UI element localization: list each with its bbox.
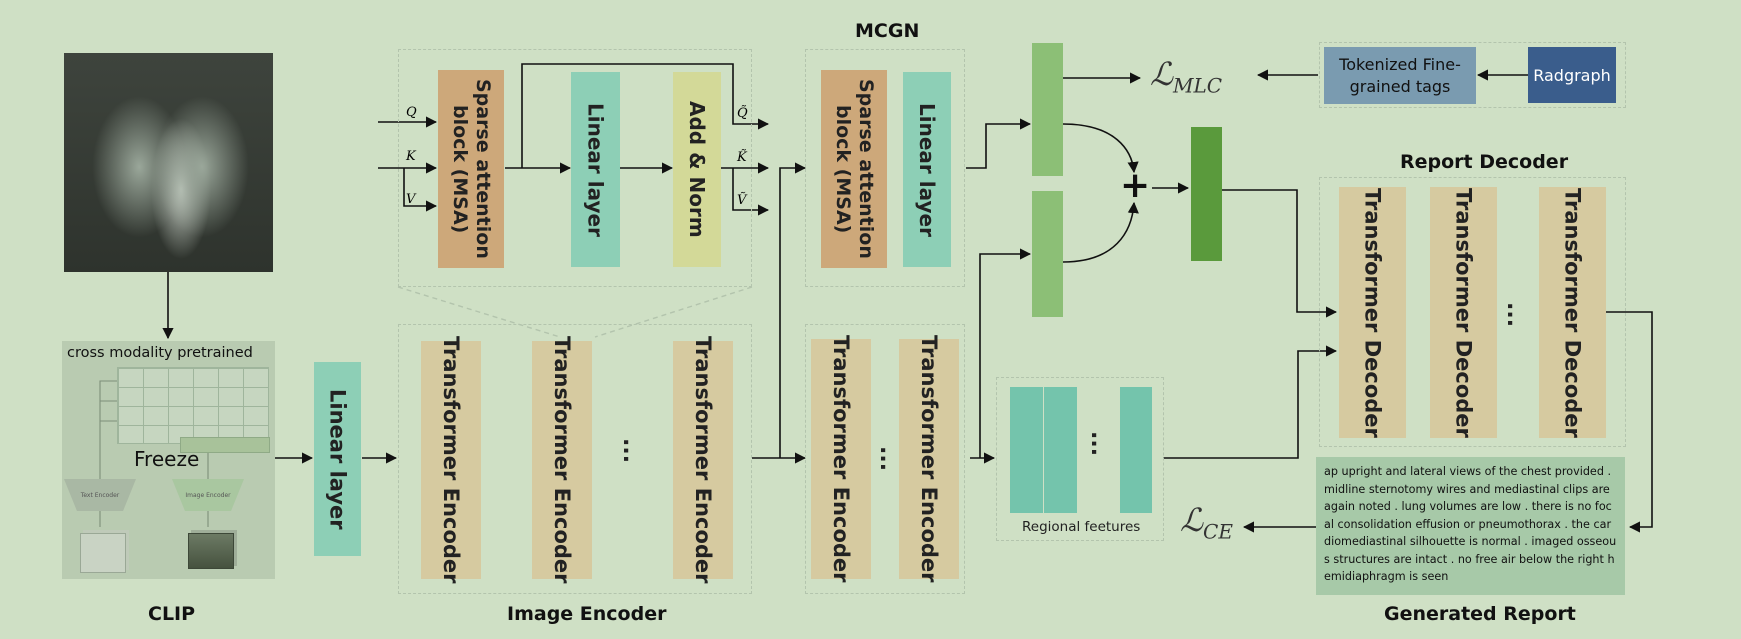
mcgn-transformer-encoder-2: Transformer Encoder (899, 335, 959, 583)
regional-feature-1 (1010, 387, 1043, 513)
transformer-decoder-2-label: Transformer Decoder (1451, 187, 1476, 438)
loss-mlc: ℒMLC (1150, 55, 1222, 97)
k-input-label: K (406, 149, 416, 164)
mcgn-feature-bar (1032, 43, 1063, 176)
mcgn-transformer-encoder-1: Transformer Encoder (811, 335, 871, 583)
transformer-decoder-1: Transformer Decoder (1339, 187, 1406, 438)
mcgn-sparse-attention: Sparse attention block (MSA) (821, 70, 887, 268)
mcgn-linear-label: Linear layer (915, 102, 939, 237)
regional-features-label: Regional feetures (1022, 519, 1141, 535)
similarity-matrix (117, 367, 269, 444)
transformer-decoder-2: Transformer Decoder (1430, 187, 1497, 438)
add-norm-block: Add & Norm (673, 72, 721, 267)
freeze-label: Freeze (134, 447, 200, 471)
image-encoder-title: Image Encoder (507, 603, 667, 625)
mcgn-panel (805, 49, 965, 287)
tokenized-tags-label: Tokenized Fine-grained tags (1339, 54, 1461, 96)
text-input-icon (80, 533, 126, 573)
chest-xray-image (64, 53, 273, 272)
transformer-encoder-1-label: Transformer Encoder (439, 336, 463, 584)
encoder-linear-label: Linear layer (583, 102, 608, 237)
image-input-icon (188, 533, 234, 569)
k-output-label: K̃ (737, 150, 747, 165)
encoder-detail-panel (398, 49, 752, 287)
clip-linear-layer: Linear layer (314, 362, 361, 556)
clip-internal-arrows (99, 380, 209, 527)
image-encoder-label: Image Encoder (185, 491, 231, 499)
transformer-encoder-3: Transformer Encoder (673, 336, 733, 584)
report-decoder-title: Report Decoder (1400, 151, 1569, 173)
clip-linear-label: Linear layer (325, 388, 350, 530)
clip-title: CLIP (148, 603, 196, 625)
tokenized-tags-box: Tokenized Fine-grained tags (1324, 47, 1476, 104)
regional-ellipsis: ... (1086, 431, 1111, 457)
encoder-linear-layer: Linear layer (571, 72, 620, 267)
mcgn-linear-layer: Linear layer (903, 72, 951, 267)
image-encoder-trapezoid: Image Encoder (172, 479, 244, 511)
regional-features-panel (996, 377, 1164, 541)
mcgn-transformer-encoder-2-label: Transformer Encoder (917, 335, 941, 583)
radgraph-label: Radgraph (1533, 65, 1611, 85)
transformer-encoder-3-label: Transformer Encoder (691, 336, 715, 584)
transformer-decoder-3-label: Transformer Decoder (1560, 187, 1585, 438)
mcgn-encoder-panel (805, 324, 965, 594)
decoder-ellipsis: ... (1502, 302, 1527, 328)
v-output-label: Ṽ (737, 193, 747, 208)
loss-ce: ℒCE (1180, 501, 1233, 543)
loss-mlc-subscript: MLC (1173, 73, 1223, 98)
encoder-ellipsis: ... (618, 438, 643, 464)
transformer-decoder-1-label: Transformer Decoder (1360, 187, 1385, 438)
generated-report-title: Generated Report (1384, 603, 1576, 625)
regional-feature-2 (1044, 387, 1077, 513)
mcgn-sparse-label: Sparse attention block (MSA) (832, 79, 877, 259)
transformer-decoder-3: Transformer Decoder (1539, 187, 1606, 438)
image-encoder-panel (398, 324, 752, 594)
mcgn-title: MCGN (855, 20, 920, 42)
tags-panel (1319, 42, 1626, 108)
q-input-label: Q (406, 105, 417, 120)
image-feature-row (180, 437, 270, 453)
transformer-encoder-1: Transformer Encoder (421, 336, 481, 584)
loss-mlc-symbol: ℒ (1150, 55, 1174, 93)
regional-feature-bar (1032, 191, 1063, 317)
clip-caption: cross modality pretrained (67, 345, 253, 361)
regional-feature-3 (1120, 387, 1152, 513)
loss-ce-subscript: CE (1203, 519, 1233, 544)
loss-ce-symbol: ℒ (1180, 501, 1204, 539)
encoder-sparse-attention: Sparse attention block (MSA) (438, 70, 504, 268)
mcgn-encoder-ellipsis: ... (875, 446, 900, 472)
text-encoder-trapezoid: Text Encoder (64, 479, 136, 511)
fused-feature-bar (1191, 127, 1222, 261)
plus-icon: + (1120, 165, 1151, 206)
report-decoder-panel (1319, 177, 1626, 447)
mcgn-transformer-encoder-1-label: Transformer Encoder (829, 335, 853, 583)
encoder-sparse-label: Sparse attention block (MSA) (449, 79, 494, 259)
text-encoder-label: Text Encoder (80, 491, 120, 499)
add-norm-label: Add & Norm (685, 101, 709, 238)
q-output-label: Q̃ (737, 106, 748, 121)
clip-panel: cross modality pretrained Freeze Text En… (62, 341, 275, 579)
radgraph-box: Radgraph (1528, 47, 1616, 103)
transformer-encoder-2: Transformer Encoder (532, 336, 592, 584)
transformer-encoder-2-label: Transformer Encoder (550, 336, 574, 584)
v-input-label: V (406, 192, 416, 207)
generated-report-text: ap upright and lateral views of the ches… (1316, 457, 1625, 595)
